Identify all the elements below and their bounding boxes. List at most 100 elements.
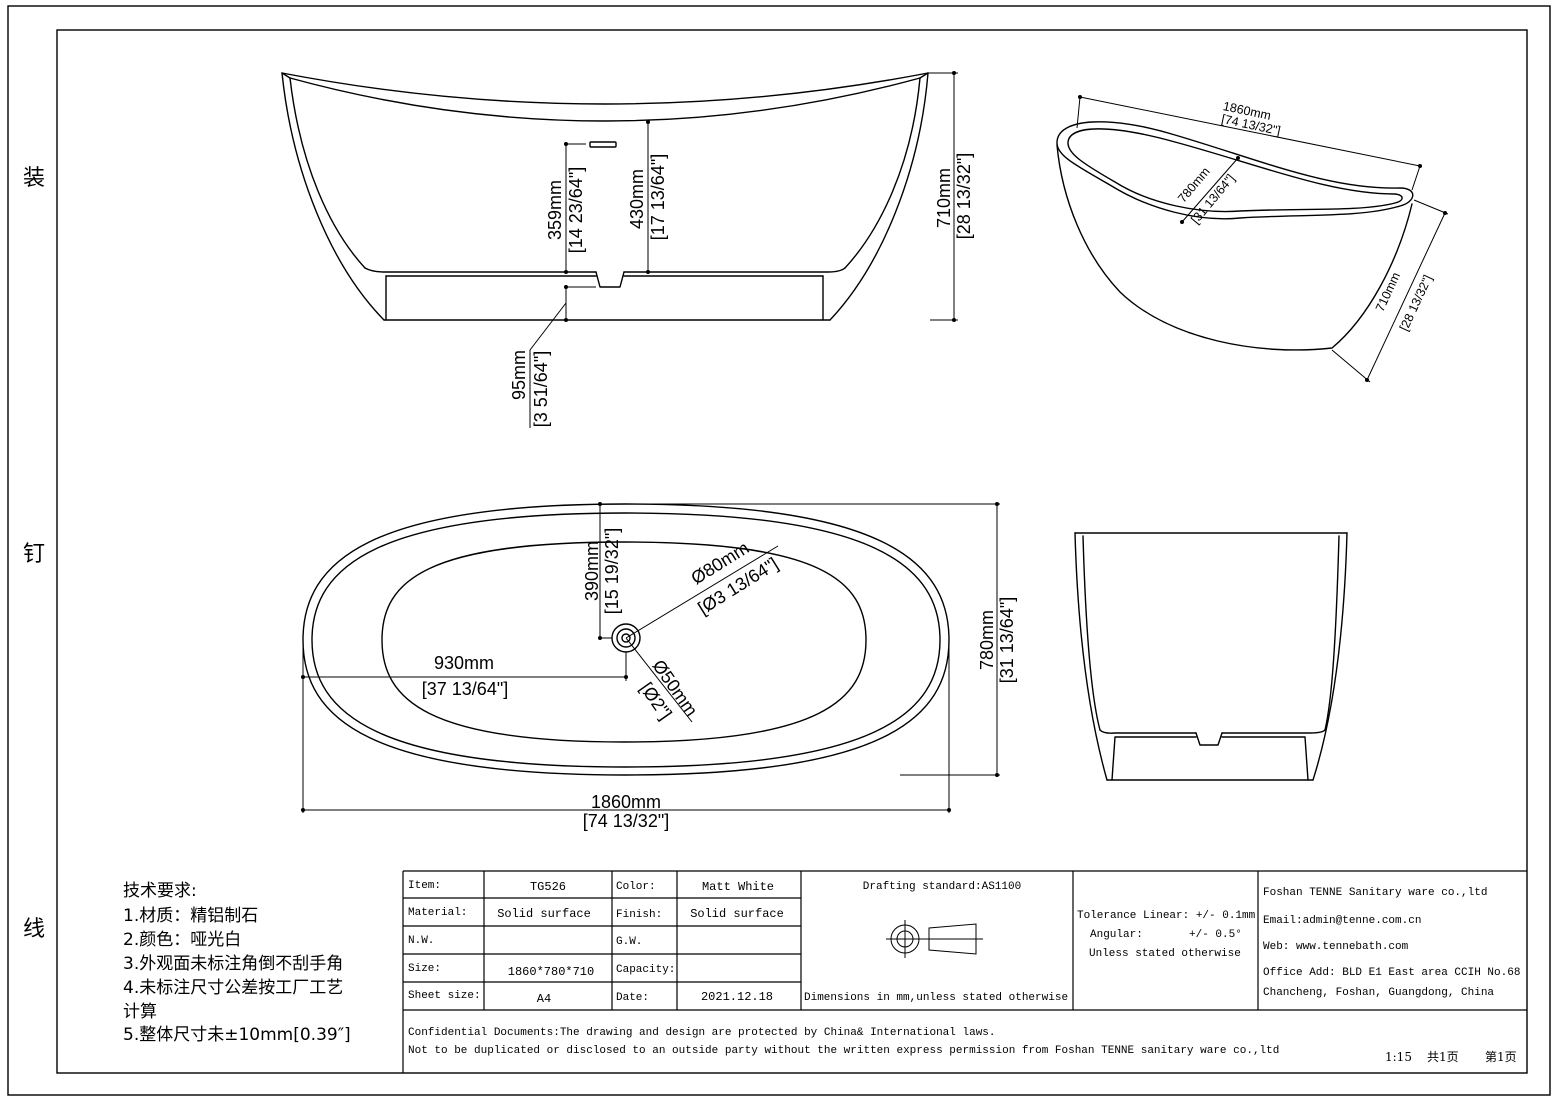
- dim-359-metric: 359mm: [545, 180, 565, 240]
- dim-line-95: [529, 286, 596, 428]
- top-dim-line-1860: [302, 640, 950, 813]
- dim-dot: [1418, 164, 1422, 168]
- notes-heading: 技术要求:: [123, 881, 197, 901]
- side-rim-outer: [281, 72, 929, 105]
- date-label: Date:: [616, 992, 649, 1004]
- perspective-body: [1056, 144, 1413, 351]
- tolerance-angular-value: +/- 0.5°: [1189, 929, 1242, 941]
- finish-label: Finish:: [616, 909, 662, 921]
- color-value: Matt White: [702, 880, 774, 894]
- top-dim-930-imperial: [37 13/64"]: [422, 679, 508, 699]
- technical-notes: 技术要求: 1.材质：精铝制石 2.颜色：哑光白 3.外观面未标注角倒不刮手角 …: [123, 881, 351, 1045]
- dim-95-metric: 95mm: [509, 350, 529, 400]
- dim-dot: [598, 502, 602, 506]
- note-line: 1.材质：精铝制石: [123, 906, 258, 926]
- size-label: Size:: [408, 963, 441, 975]
- dim-710-metric: 710mm: [934, 168, 954, 228]
- item-value: TG526: [530, 880, 566, 894]
- dim-dot: [301, 808, 305, 812]
- item-label: Item:: [408, 880, 441, 892]
- dim-dot: [564, 270, 568, 274]
- dim-dot: [1180, 220, 1184, 224]
- perspective-dim-line-710: [1331, 199, 1449, 383]
- dim-430-metric: 430mm: [627, 169, 647, 229]
- dim-dot: [1078, 95, 1082, 99]
- material-label: Material:: [408, 907, 467, 919]
- dim-430-imperial: [17 13/64"]: [648, 154, 668, 240]
- top-dim-390-metric: 390mm: [582, 541, 602, 601]
- note-line: 2.颜色：哑光白: [123, 930, 241, 950]
- top-leader-80: [625, 545, 779, 639]
- material-value: Solid surface: [497, 907, 591, 921]
- company-web: Web: www.tennebath.com: [1263, 941, 1409, 953]
- top-bowl: [381, 541, 867, 743]
- dim-line-359: [565, 143, 586, 272]
- sheet-number: 第1页: [1485, 1050, 1517, 1064]
- dim-dot: [564, 318, 568, 322]
- date-value: 2021.12.18: [701, 990, 773, 1004]
- drain-inner-ring: [616, 628, 636, 648]
- finish-value: Solid surface: [690, 907, 784, 921]
- end-outer-right: [1312, 532, 1348, 781]
- dim-dot: [646, 270, 650, 274]
- size-value: 1860*780*710: [508, 965, 594, 979]
- dim-710-imperial: [28 13/32"]: [954, 153, 974, 239]
- note-line: 5.整体尺寸未±10mm[0.39″]: [123, 1025, 351, 1045]
- side-inner-wall-left: [289, 77, 366, 269]
- color-label: Color:: [616, 881, 656, 893]
- dim-dot: [947, 808, 951, 812]
- dim-dot: [564, 142, 568, 146]
- note-line: 4.未标注尺寸公差按工厂工艺: [123, 978, 343, 998]
- dim-dot: [952, 71, 956, 75]
- side-drain: [595, 271, 625, 288]
- title-block: Item: TG526 Color: Matt White Material: …: [402, 870, 1527, 1073]
- dim-dot: [995, 502, 999, 506]
- perspective-dim-line-780: [1181, 157, 1239, 223]
- dim-95-imperial: [3 51/64"]: [531, 351, 551, 427]
- top-leader-50: [625, 637, 693, 723]
- side-rim-caps: [281, 72, 929, 79]
- top-rim-outer: [302, 503, 950, 776]
- dim-dot: [952, 318, 956, 322]
- dim-dot: [646, 120, 650, 124]
- dim-359-imperial: [14 23/64"]: [566, 167, 586, 253]
- inner-border: [56, 29, 1528, 1074]
- title-block-column-lines: [483, 871, 1259, 1010]
- side-view: 359mm [14 23/64"] 430mm [17 13/64"] 710m…: [281, 71, 974, 428]
- sheet-total: 共1页: [1427, 1050, 1459, 1064]
- top-dim-1860-imperial: [74 13/32"]: [583, 811, 669, 831]
- end-inner-right: [1324, 535, 1340, 731]
- side-rim-inner: [289, 77, 921, 122]
- tolerance-linear: Tolerance Linear: +/- 0.1mm: [1077, 910, 1256, 922]
- sheet-size-value: A4: [537, 992, 551, 1006]
- drafting-standard: Drafting standard:AS1100: [863, 881, 1021, 893]
- gross-weight-label: G.W.: [616, 936, 642, 948]
- confidential-line-2: Not to be duplicated or disclosed to an …: [408, 1045, 1279, 1057]
- outer-border: [7, 5, 1551, 1096]
- side-pedestal-sides: [385, 275, 824, 321]
- side-outer-wall-left: [281, 72, 385, 321]
- company-address-2: Chancheng, Foshan, Guangdong, China: [1263, 987, 1494, 999]
- note-line: 3.外观面未标注角倒不刮手角: [123, 954, 343, 974]
- perspective-rim-outer: [1056, 121, 1414, 220]
- end-outer-left: [1074, 532, 1108, 781]
- dimensions-note: Dimensions in mm,unless stated otherwise: [804, 992, 1068, 1004]
- binding-mark-1: 装: [23, 166, 45, 191]
- tolerance-angular-label: Angular:: [1090, 929, 1143, 941]
- perspective-view: 1860mm [74 13/32"] 780mm [31 13/64"] 710…: [1056, 95, 1449, 383]
- dim-dot: [1365, 378, 1369, 382]
- side-inner-wall-right: [844, 77, 921, 269]
- dim-dot: [995, 773, 999, 777]
- title-block-outline: [402, 870, 1527, 1073]
- dim-dot: [624, 675, 628, 679]
- tolerance-note: Unless stated otherwise: [1089, 948, 1241, 960]
- top-rim-inner: [311, 512, 941, 768]
- projection-cone: [928, 923, 977, 955]
- dim-dot: [598, 636, 602, 640]
- dim-dot: [1443, 211, 1447, 215]
- top-dim-780-metric: 780mm: [977, 610, 997, 670]
- company-email: Email:admin@tenne.com.cn: [1263, 915, 1421, 927]
- top-dim-780-imperial: [31 13/64"]: [997, 597, 1017, 683]
